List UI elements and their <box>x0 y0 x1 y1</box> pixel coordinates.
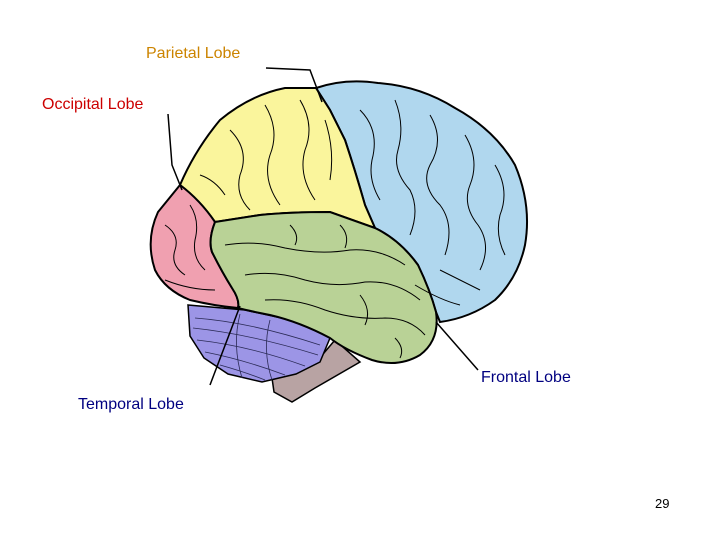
leader-line-temporal <box>209 305 241 386</box>
label-parietal-lobe: Parietal Lobe <box>146 45 241 62</box>
label-frontal-lobe: Frontal Lobe <box>481 369 571 386</box>
cerebellum-folds <box>192 313 321 381</box>
leader-line-occipital <box>167 113 183 191</box>
label-temporal-lobe: Temporal Lobe <box>78 396 184 413</box>
leader-line-parietal <box>265 67 323 103</box>
leader-line-frontal <box>435 321 479 371</box>
brain-gyri <box>164 99 506 359</box>
temporal-lobe <box>209 210 438 365</box>
page-number: 29 <box>655 496 670 511</box>
leader-lines <box>167 67 479 386</box>
label-occipital-lobe: Occipital Lobe <box>42 96 144 113</box>
